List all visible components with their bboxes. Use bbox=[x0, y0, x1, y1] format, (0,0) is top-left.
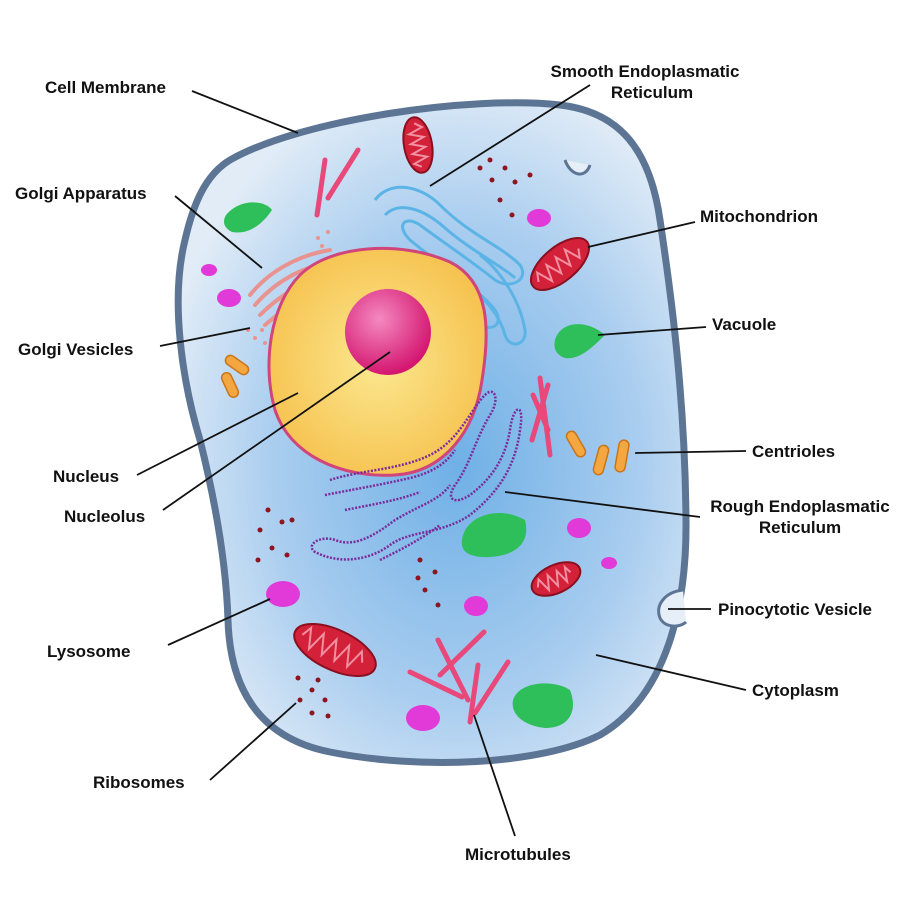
vacuole bbox=[461, 512, 527, 558]
label-smooth-er-line1: Smooth Endoplasmatic bbox=[551, 62, 740, 81]
mitochondrion-bottom bbox=[293, 623, 377, 677]
label-smooth-er-line2: Reticulum bbox=[611, 83, 693, 102]
label-centrioles: Centrioles bbox=[752, 442, 835, 461]
lysosome-labeled bbox=[266, 581, 300, 607]
label-mitochondrion: Mitochondrion bbox=[700, 207, 818, 226]
rough-er bbox=[310, 390, 523, 562]
label-nucleus: Nucleus bbox=[53, 467, 119, 486]
label-golgi-vesicles: Golgi Vesicles bbox=[18, 340, 133, 359]
mitochondrion-top bbox=[402, 116, 434, 174]
label-golgi-apparatus: Golgi Apparatus bbox=[15, 184, 147, 203]
leader-lines bbox=[136, 84, 747, 837]
nucleolus bbox=[345, 289, 431, 375]
label-pinocytotic-vesicle: Pinocytotic Vesicle bbox=[718, 600, 872, 619]
pinocytotic-vesicle-top bbox=[563, 159, 592, 176]
golgi-vesicles bbox=[246, 230, 330, 345]
vacuole bbox=[554, 324, 605, 359]
pinocytotic-vesicle bbox=[657, 588, 688, 628]
label-rough-er-line2: Reticulum bbox=[759, 518, 841, 537]
label-rough-er-line1: Rough Endoplasmatic bbox=[710, 497, 889, 516]
label-nucleolus: Nucleolus bbox=[64, 507, 145, 526]
vacuole bbox=[512, 683, 573, 728]
ribosomes bbox=[255, 157, 533, 719]
mitochondrion-right bbox=[530, 237, 590, 291]
vacuoles bbox=[224, 202, 605, 728]
centrioles bbox=[220, 354, 630, 476]
microtubules bbox=[314, 147, 553, 725]
lysosomes bbox=[201, 209, 617, 731]
mitochondria bbox=[293, 116, 590, 677]
label-lysosome: Lysosome bbox=[47, 642, 130, 661]
label-ribosomes: Ribosomes bbox=[93, 773, 185, 792]
label-cell-membrane: Cell Membrane bbox=[45, 78, 166, 97]
label-microtubules: Microtubules bbox=[465, 845, 571, 864]
mitochondrion-small bbox=[530, 561, 582, 597]
vacuole bbox=[224, 202, 272, 233]
label-cytoplasm: Cytoplasm bbox=[752, 681, 839, 700]
label-vacuole: Vacuole bbox=[712, 315, 776, 334]
